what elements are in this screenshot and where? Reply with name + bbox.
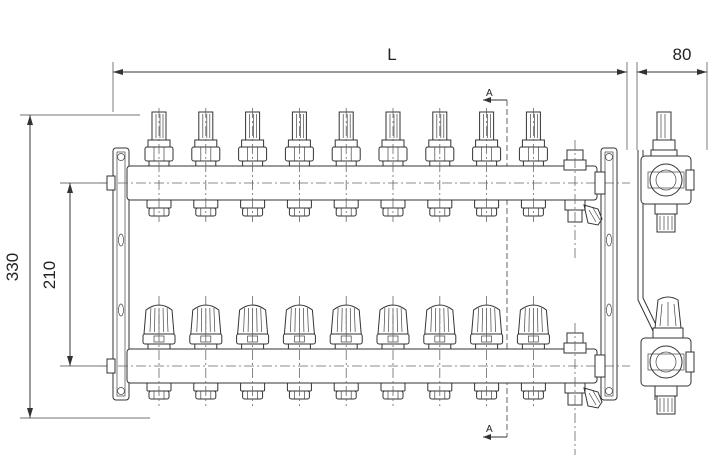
section-marker-top: A — [486, 88, 493, 99]
depth-label: 80 — [673, 45, 692, 64]
top-outlet — [285, 108, 313, 222]
top-outlet — [379, 108, 407, 222]
side-view — [638, 112, 694, 414]
end-fitting-top — [564, 140, 602, 260]
top-outlet — [519, 108, 547, 222]
top-outlet — [145, 108, 173, 222]
side-top-body — [641, 156, 694, 232]
top-outlet — [239, 108, 267, 222]
dimension-depth: 80 — [637, 45, 707, 150]
side-thermostatic-cap — [653, 297, 683, 338]
dimension-length: L — [113, 45, 627, 150]
end-fitting-bottom — [564, 323, 602, 455]
top-outlet-group — [145, 108, 547, 222]
top-outlet — [192, 108, 220, 222]
bottom-manifold-bar — [100, 349, 630, 383]
section-marker-bottom: A — [486, 424, 493, 435]
side-flow-meter — [651, 112, 677, 158]
top-manifold-bar — [100, 166, 630, 200]
top-outlet — [426, 108, 454, 222]
height-total-label: 330 — [3, 253, 22, 281]
side-bottom-body — [641, 338, 694, 414]
length-label: L — [387, 45, 396, 64]
height-axis-label: 210 — [40, 261, 59, 289]
top-outlet — [332, 108, 360, 222]
top-outlet — [473, 108, 501, 222]
